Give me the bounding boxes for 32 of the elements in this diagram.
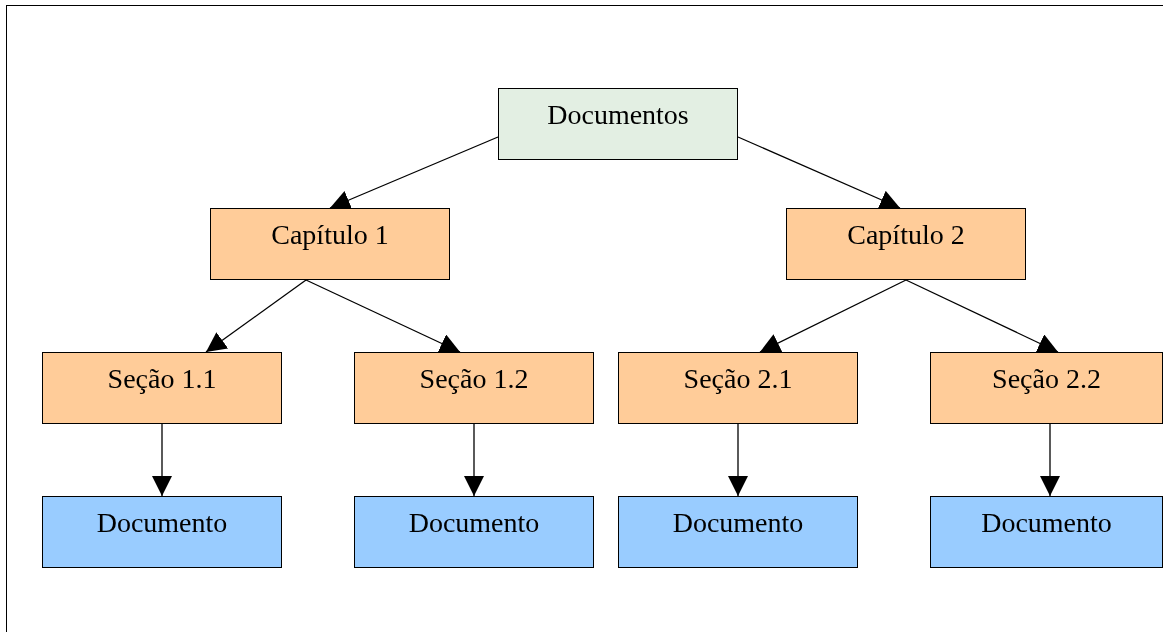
box-label: Documento xyxy=(980,507,1113,539)
arrow xyxy=(737,136,901,210)
arrow xyxy=(728,423,748,497)
box-label: Capítulo 2 xyxy=(846,219,966,251)
document-box xyxy=(42,496,282,568)
document-box xyxy=(930,496,1163,568)
section-box xyxy=(210,208,450,280)
section-box xyxy=(42,352,282,424)
box-label: Seção 1.2 xyxy=(418,363,530,395)
section-box xyxy=(786,208,1026,280)
arrow xyxy=(464,423,484,497)
arrow xyxy=(905,279,1059,353)
box-label: Documento xyxy=(95,507,229,539)
arrow xyxy=(305,279,461,353)
arrow xyxy=(1040,423,1060,497)
box-label: Documento xyxy=(671,507,805,539)
arrow xyxy=(759,279,907,353)
box-label: Capítulo 1 xyxy=(270,219,390,251)
box-label: Seção 2.1 xyxy=(682,363,794,395)
document-box xyxy=(354,496,594,568)
root-box xyxy=(498,88,738,160)
box-label: Documentos xyxy=(546,99,690,131)
section-box xyxy=(618,352,858,424)
arrow xyxy=(152,423,172,497)
arrow xyxy=(329,136,499,210)
section-box xyxy=(354,352,594,424)
box-label: Seção 2.2 xyxy=(991,363,1102,395)
section-box xyxy=(930,352,1163,424)
box-label: Seção 1.1 xyxy=(106,363,218,395)
box-label: Documento xyxy=(407,507,541,539)
arrow xyxy=(205,279,307,353)
document-box xyxy=(618,496,858,568)
